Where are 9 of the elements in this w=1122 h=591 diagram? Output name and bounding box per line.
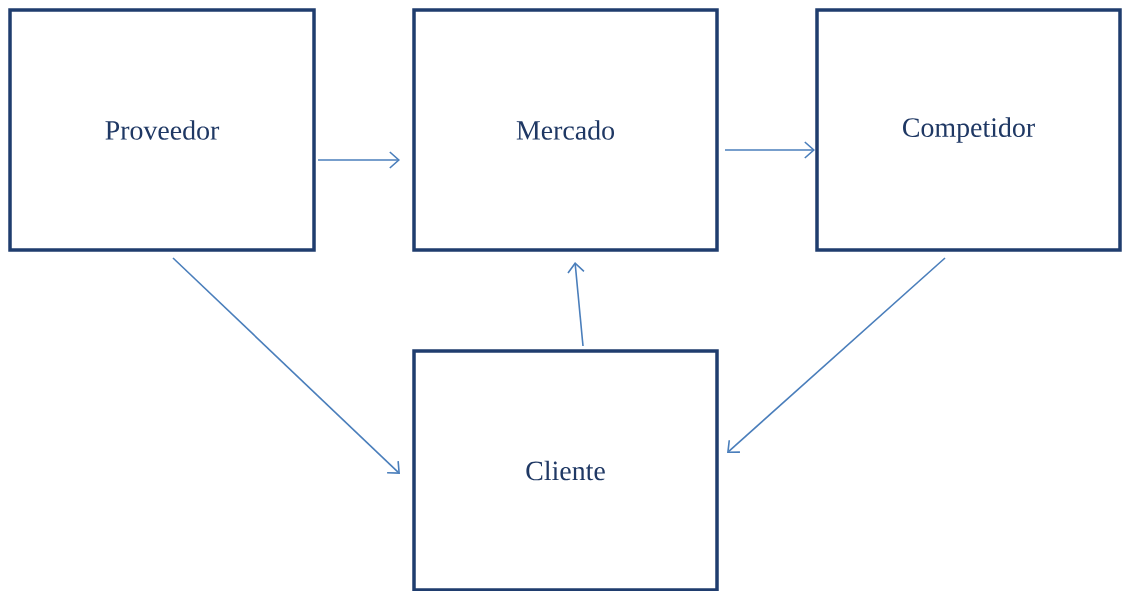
process-box: Competidor <box>815 8 1122 252</box>
arrow <box>567 262 585 347</box>
arrow <box>172 257 400 474</box>
process-box: Cliente <box>412 349 719 591</box>
process-box: Proveedor <box>8 8 316 252</box>
arrow <box>317 151 400 169</box>
process-box: Mercado <box>412 8 719 252</box>
arrow <box>727 257 946 453</box>
arrow <box>724 141 815 159</box>
